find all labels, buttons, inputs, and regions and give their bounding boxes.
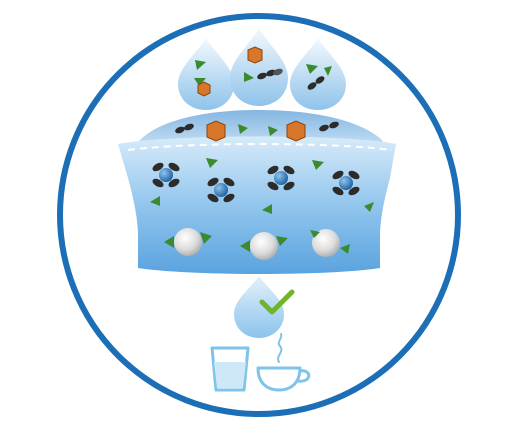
- hexagon-particle-icon: [197, 81, 211, 97]
- ion-exchange-sphere-icon: [310, 229, 350, 257]
- leaf-particle-icon: [150, 196, 160, 206]
- ion-exchange-sphere-icon: [240, 232, 288, 260]
- contaminated-water-drops: [178, 28, 346, 110]
- leaf-particle-icon: [262, 204, 272, 214]
- activated-carbon-molecule-icon: [207, 177, 235, 203]
- leaf-particle-icon: [238, 124, 248, 134]
- molecule-icon: [175, 123, 194, 134]
- activated-carbon-layer: [150, 158, 374, 214]
- leaf-particle-icon: [244, 72, 254, 82]
- molecule-icon: [257, 68, 283, 80]
- leaf-particle-icon: [268, 126, 278, 136]
- leaf-particle-icon: [324, 66, 332, 76]
- tea-cup-icon: [256, 333, 311, 392]
- leaf-particle-icon: [312, 160, 324, 170]
- water-drop-left: [178, 38, 234, 110]
- ion-exchange-sphere-icon: [164, 228, 212, 256]
- hexagon-particle-icon: [206, 120, 226, 142]
- leaf-particle-icon: [306, 64, 318, 74]
- activated-carbon-molecule-icon: [332, 170, 360, 196]
- steam-icon: [277, 333, 283, 363]
- water-drop-right: [290, 38, 346, 110]
- hexagon-particle-icon: [247, 46, 263, 64]
- leaf-particle-icon: [194, 78, 206, 86]
- lid-particles: [175, 120, 339, 142]
- ion-exchange-layer: [164, 228, 350, 260]
- water-drop-center: [230, 28, 288, 106]
- leaf-particle-icon: [206, 158, 218, 168]
- molecule-icon: [307, 76, 325, 90]
- water-glass-icon: [210, 346, 250, 392]
- check-mark-icon: [259, 289, 295, 315]
- activated-carbon-molecule-icon: [152, 162, 180, 188]
- molecule-icon: [319, 121, 339, 132]
- filter-dashed-line: [127, 143, 393, 151]
- leaf-particle-icon: [195, 60, 206, 70]
- activated-carbon-molecule-icon: [267, 165, 295, 191]
- leaf-particle-icon: [364, 202, 374, 212]
- clean-water-drop: [234, 276, 295, 338]
- hexagon-particle-icon: [286, 120, 306, 142]
